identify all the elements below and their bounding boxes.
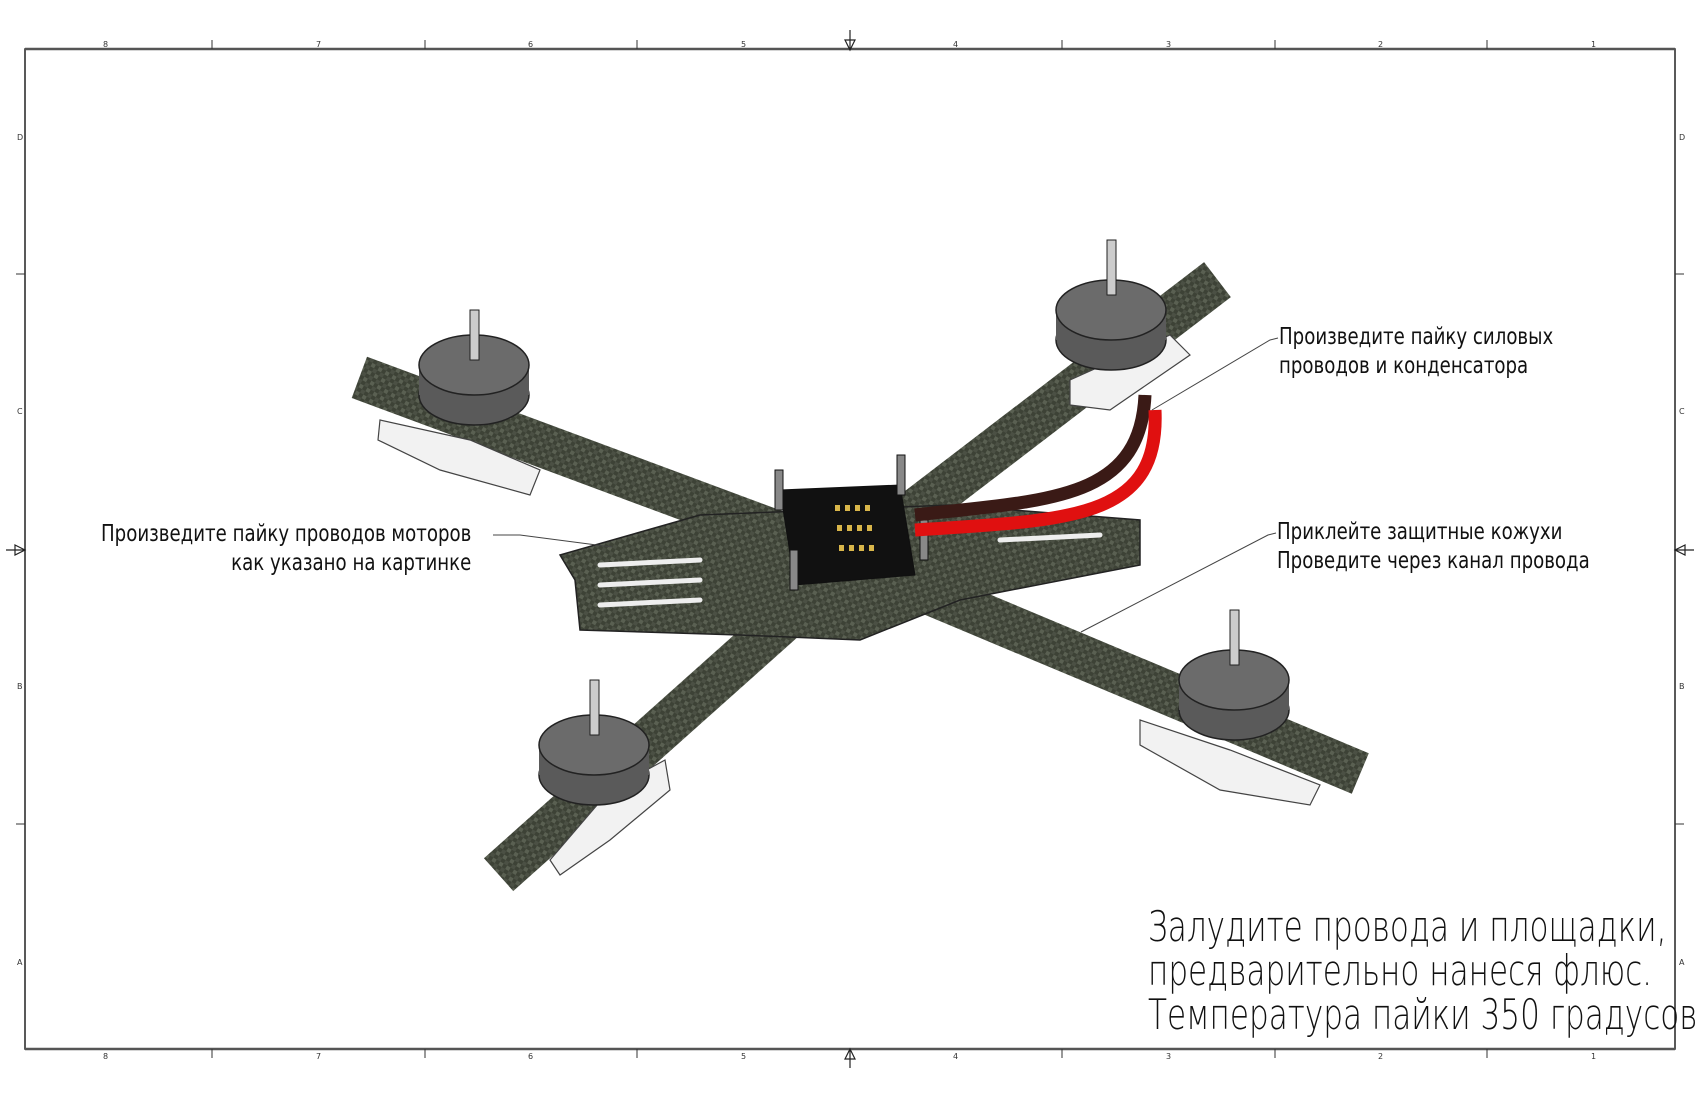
zone-col-label: 8	[103, 40, 109, 49]
callout-line: Приклейте защитные кожухи	[1277, 519, 1563, 545]
zone-col-label: 5	[741, 1052, 747, 1061]
zone-row-label: D	[17, 133, 24, 142]
zone-row-label: B	[17, 682, 23, 691]
zone-col-label: 6	[528, 40, 534, 49]
note-line: Температура пайки 350 градусов	[1148, 990, 1698, 1039]
motor	[418, 279, 1290, 806]
zone-col-label: 4	[953, 1052, 959, 1061]
zone-col-label: 7	[316, 1052, 322, 1061]
zone-col-label: 2	[1378, 40, 1384, 49]
callout-line: Произведите пайку силовых	[1279, 324, 1554, 350]
zone-row-label: B	[1679, 682, 1685, 691]
leader-lines	[493, 337, 1279, 633]
zone-col-label: 4	[953, 40, 959, 49]
zone-col-label: 8	[103, 1052, 109, 1061]
zone-row-label: C	[17, 407, 23, 416]
motor-shafts	[469, 239, 1240, 736]
zone-col-label: 1	[1591, 1052, 1597, 1061]
zone-col-label: 1	[1591, 40, 1597, 49]
callout-line: Произведите пайку проводов моторов	[101, 521, 472, 547]
zone-row-label: A	[17, 958, 23, 967]
drone-assembly	[351, 239, 1369, 892]
zone-col-label: 7	[316, 40, 322, 49]
zone-col-label: 3	[1166, 1052, 1172, 1061]
callout-covers: Приклейте защитные кожухи Проведите чере…	[1277, 518, 1590, 576]
zone-col-label: 5	[741, 40, 747, 49]
zone-row-label: A	[1679, 958, 1685, 967]
power-wire-red	[914, 409, 1162, 537]
zone-row-label: C	[1679, 407, 1685, 416]
zone-col-label: 6	[528, 1052, 534, 1061]
flight-stack	[774, 454, 929, 591]
zone-col-label: 3	[1166, 40, 1172, 49]
callout-line: как указано на картинке	[231, 550, 472, 576]
callout-line: Проведите через канал провода	[1277, 548, 1590, 574]
centering-arrows	[6, 30, 1694, 1068]
main-soldering-note: Залудите провода и площадки, предварител…	[1148, 905, 1698, 1037]
zone-row-label: D	[1679, 133, 1686, 142]
power-wire-black	[914, 394, 1152, 522]
note-line: Залудите провода и площадки,	[1148, 902, 1667, 951]
note-line: предварительно нанеся флюс.	[1148, 946, 1653, 995]
zone-col-label: 2	[1378, 1052, 1384, 1061]
plate-slots	[597, 532, 1103, 608]
callout-power-wires: Произведите пайку силовых проводов и кон…	[1279, 323, 1553, 381]
callout-motor-wires: Произведите пайку проводов моторов как у…	[101, 520, 471, 578]
callout-line: проводов и конденсатора	[1279, 353, 1529, 379]
